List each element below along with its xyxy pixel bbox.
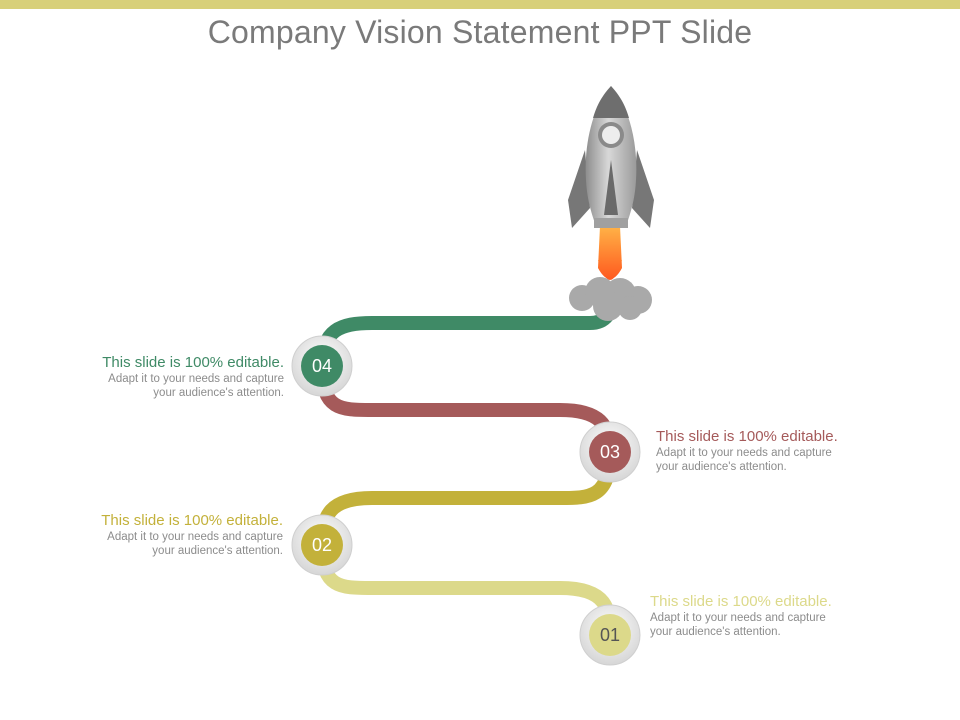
step-heading-02: This slide is 100% editable. (101, 512, 283, 529)
step-number-03: 03 (600, 442, 620, 462)
smoke-cloud-icon (569, 277, 652, 321)
step-body-03-line1: Adapt it to your needs and capture (656, 447, 832, 459)
step-text-04: This slide is 100% editable. Adapt it to… (44, 354, 284, 400)
step-body-02-line1: Adapt it to your needs and capture (107, 531, 283, 543)
step-node-02: 02 (291, 514, 353, 576)
step-body-01-line2: your audience's attention. (650, 626, 781, 638)
path-segment-01 (315, 538, 617, 642)
path-segment-04 (315, 293, 619, 373)
rocket-icon (568, 86, 654, 280)
step-number-04: 04 (312, 356, 332, 376)
top-accent-bar (0, 0, 960, 9)
step-number-01: 01 (600, 625, 620, 645)
slide-title: Company Vision Statement PPT Slide (207, 14, 753, 50)
step-body-01-line1: Adapt it to your needs and capture (650, 612, 826, 624)
step-text-02: This slide is 100% editable. Adapt it to… (43, 512, 283, 558)
step-node-04: 04 (291, 335, 353, 397)
step-body-02-line2: your audience's attention. (152, 545, 283, 557)
path-segment-02 (315, 445, 617, 552)
step-text-01: This slide is 100% editable. Adapt it to… (650, 593, 890, 639)
step-body-03-line2: your audience's attention. (656, 461, 787, 473)
step-heading-04: This slide is 100% editable. (102, 354, 284, 371)
step-body-04-line2: your audience's attention. (153, 387, 284, 399)
step-heading-01: This slide is 100% editable. (650, 593, 832, 610)
path-segment-03 (315, 359, 617, 459)
step-number-02: 02 (312, 535, 332, 555)
step-text-03: This slide is 100% editable. Adapt it to… (656, 428, 896, 474)
step-node-01: 01 (579, 604, 641, 666)
step-heading-03: This slide is 100% editable. (656, 428, 838, 445)
step-body-04-line1: Adapt it to your needs and capture (108, 373, 284, 385)
step-node-03: 03 (579, 421, 641, 483)
